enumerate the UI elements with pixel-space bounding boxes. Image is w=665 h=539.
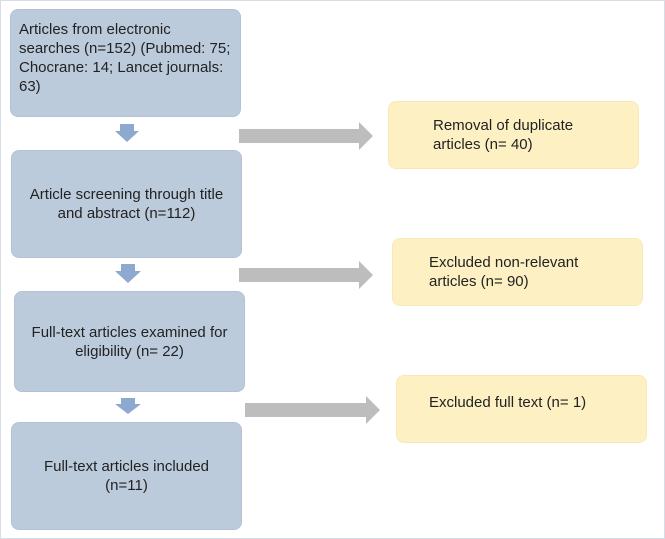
step-text-searches: Articles from electronic searches (n=152… [19, 21, 231, 95]
exclusion-text-full-text: Excluded full text (n= 1) [429, 394, 587, 411]
exclusion-box-full-text: Excluded full text (n= 1) [396, 375, 647, 443]
step-text-screening: Article screening through title and abst… [29, 186, 224, 222]
step-box-searches: Articles from electronic searches (n=152… [10, 9, 241, 117]
exclusion-text-non-relevant: Excluded non-relevant articles (n= 90) [429, 254, 579, 290]
step-text-included: Full-text articles included (n=11) [43, 458, 210, 494]
step-box-included: Full-text articles included (n=11) [11, 422, 242, 530]
step-text-eligibility: Full-text articles examined for eligibil… [31, 323, 228, 360]
exclusion-box-non-relevant: Excluded non-relevant articles (n= 90) [392, 238, 643, 306]
exclusion-text-duplicates: Removal of duplicate articles (n= 40) [433, 117, 574, 153]
exclusion-box-duplicates: Removal of duplicate articles (n= 40) [388, 101, 639, 169]
step-box-eligibility: Full-text articles examined for eligibil… [14, 291, 245, 392]
step-box-screening: Article screening through title and abst… [11, 150, 242, 258]
